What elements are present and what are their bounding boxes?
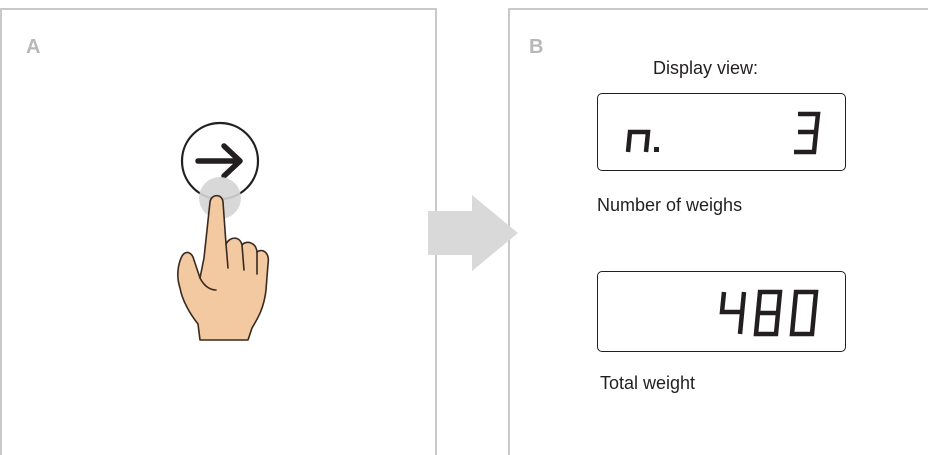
total-weight-label: Total weight bbox=[600, 373, 696, 393]
lcd-number-of-weighs: n. 3 bbox=[597, 93, 846, 171]
panel-b: B bbox=[508, 8, 928, 455]
pointing-hand-icon bbox=[177, 194, 270, 341]
number-of-weighs-label: Number of weighs bbox=[597, 195, 743, 215]
panel-a-letter: A bbox=[26, 36, 41, 58]
lcd-total-weight: 480 bbox=[597, 271, 846, 352]
seven-segment-readout-total bbox=[719, 289, 819, 337]
display-view-label: Display view: bbox=[653, 58, 759, 78]
seven-segment-readout-weighs bbox=[625, 111, 821, 155]
panel-b-letter: B bbox=[529, 36, 544, 58]
hand-pressing-button bbox=[160, 118, 280, 353]
step-arrow-icon bbox=[428, 195, 520, 276]
